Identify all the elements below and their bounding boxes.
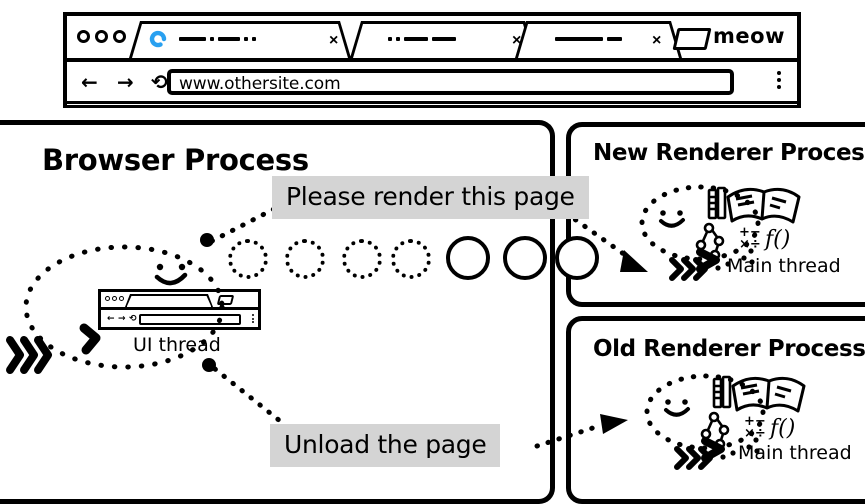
tab-strip: × × (67, 16, 797, 62)
tab-2[interactable]: × (350, 21, 536, 58)
kebab-menu-icon[interactable] (777, 71, 781, 89)
task-circle-active (503, 236, 547, 280)
ui-thread-icon-forward: → (118, 314, 126, 324)
panel-old-renderer-process: Old Renderer Process (566, 316, 865, 504)
tab-shape-inner (518, 24, 679, 58)
tab-3[interactable]: × (515, 21, 682, 58)
address-bar[interactable]: www.othersite.com (167, 69, 734, 95)
ui-thread-icon-new-tab (216, 295, 235, 305)
tab-1-close-icon[interactable]: × (329, 32, 339, 49)
task-circle-pending (228, 239, 268, 279)
browser-process-title: Browser Process (42, 143, 309, 177)
new-renderer-main-thread-label: Main thread (727, 255, 841, 277)
ui-thread-browser-window-icon: ← → ⟳ (98, 289, 261, 330)
window-control-dot[interactable] (95, 30, 108, 43)
callout-please-render: Please render this page (272, 176, 589, 219)
task-circle-active (446, 236, 490, 280)
ui-thread-icon-back: ← (107, 314, 115, 324)
callout-unload-page: Unload the page (270, 424, 501, 467)
address-bar-url: www.othersite.com (179, 74, 341, 94)
task-circle-pending (285, 239, 325, 279)
ui-thread-icon-reload: ⟳ (129, 314, 137, 324)
ui-thread-icon-address-bar (139, 314, 241, 325)
ui-thread-label: UI thread (133, 334, 221, 356)
browser-window: × × (63, 12, 801, 108)
tab-3-title (555, 37, 622, 41)
ui-thread-icon-tabstrip (101, 292, 258, 310)
tab-2-title (388, 37, 456, 41)
browser-toolbar: ← → ⟳ www.othersite.com (67, 62, 797, 104)
tab-3-close-icon[interactable]: × (652, 32, 662, 49)
tab-shape (129, 21, 351, 58)
tab-shape-inner (353, 24, 533, 58)
panel-new-renderer-process: New Renderer Process (566, 122, 865, 307)
tab-2-close-icon[interactable]: × (512, 32, 522, 49)
window-controls[interactable] (77, 30, 126, 43)
task-circle-pending (391, 239, 431, 279)
tab-shape (350, 21, 536, 58)
tab-shape-inner (132, 24, 348, 58)
old-renderer-title: Old Renderer Process (593, 336, 865, 362)
tab-1-title (179, 37, 256, 41)
window-control-dot[interactable] (77, 30, 90, 43)
new-renderer-title: New Renderer Process (593, 140, 865, 166)
loading-spinner-icon (149, 30, 167, 48)
ui-thread-icon-window-dots (105, 296, 124, 301)
reload-icon[interactable]: ⟳ (151, 70, 168, 94)
back-icon[interactable]: ← (81, 70, 98, 94)
ui-thread-icon-tab (125, 294, 213, 307)
task-circle-crossing-boundary (555, 236, 599, 280)
task-circle-pending (342, 239, 382, 279)
profile-label[interactable]: meow (713, 24, 785, 48)
ui-thread-icon-kebab-menu (252, 314, 254, 323)
tab-1-loading[interactable]: × (129, 21, 351, 58)
window-control-dot[interactable] (113, 30, 126, 43)
forward-icon[interactable]: → (117, 70, 134, 94)
old-renderer-main-thread-label: Main thread (738, 442, 852, 464)
new-tab-icon[interactable] (672, 28, 712, 50)
